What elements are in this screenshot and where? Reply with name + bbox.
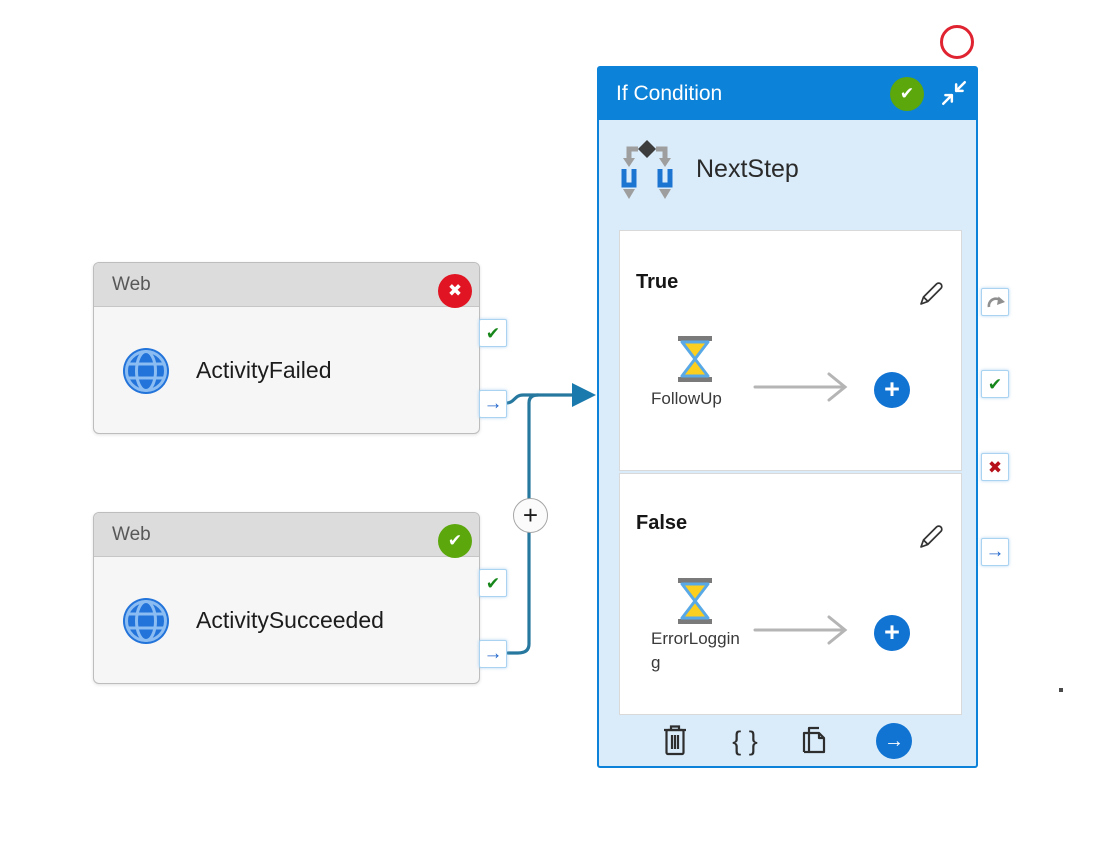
success-badge-icon: ✔ [890,77,924,111]
globe-icon [123,597,169,644]
web-activity-card-failed[interactable]: Web ✖ ActivityFailed [93,262,480,434]
if-condition-type-title: If Condition [616,82,723,105]
port-failure-ifcondition[interactable]: ✖ [981,453,1009,481]
wait-hourglass-icon [678,336,712,382]
web-card-header: Web [94,263,479,307]
port-success-activityfailed[interactable]: ✔ [479,319,507,347]
code-braces-icon[interactable]: { } [732,725,758,756]
branch-label: False [636,512,688,534]
activity-name: ActivityFailed [196,357,332,383]
dot-artifact [1059,688,1063,692]
port-next-activitysucceeded[interactable]: → [479,640,507,668]
arrow-right-icon: → [483,642,503,664]
branch-label: True [636,271,679,293]
add-activity-button[interactable]: + [874,372,910,408]
web-activity-card-succeeded[interactable]: Web ✔ ActivitySucceeded [93,512,480,684]
port-success-ifcondition[interactable]: ✔ [981,370,1009,398]
arrow-right-icon: → [985,540,1005,562]
success-badge-icon: ✔ [438,524,472,558]
error-badge-icon: ✖ [438,274,472,308]
annotation-circle [940,25,974,59]
check-icon: ✔ [485,573,501,593]
check-icon: ✔ [485,323,501,343]
if-condition-container[interactable]: If Condition ✔ NextSte [597,66,978,768]
port-next-ifcondition[interactable]: → [981,538,1009,566]
port-success-activitysucceeded[interactable]: ✔ [479,569,507,597]
wait-hourglass-icon [678,578,712,624]
activity-type-label: Web [112,524,151,545]
if-condition-header[interactable]: If Condition ✔ [599,68,976,120]
true-branch-card[interactable]: True FollowUp + [619,230,962,471]
if-condition-icon [621,140,673,199]
branch-activity-name: FollowUp [651,389,722,408]
cross-icon: ✖ [987,457,1003,477]
arrow-right-icon: → [483,392,503,414]
check-icon: ✔ [987,374,1003,394]
edit-pencil-icon[interactable] [916,278,946,308]
delete-icon[interactable] [661,723,689,757]
globe-icon [123,347,169,394]
activity-type-label: Web [112,274,151,295]
branch-activity-name: ErrorLogging [651,629,740,672]
connector-add-button[interactable]: + [513,498,548,533]
port-next-activityfailed[interactable]: → [479,390,507,418]
if-condition-activity-name: NextStep [696,154,799,183]
arrow-right-icon: → [884,729,904,752]
go-to-activities-button[interactable]: → [876,723,912,759]
copy-icon[interactable] [800,725,828,755]
add-activity-button[interactable]: + [874,615,910,651]
false-branch-card[interactable]: False ErrorLogging + [619,473,962,715]
connector-arrowhead [572,383,596,407]
collapse-icon[interactable] [940,79,968,107]
connector-activityfailed-to-ifcondition[interactable] [504,393,574,405]
completion-curved-arrow-icon [987,296,1005,307]
web-card-header: Web [94,513,479,557]
edit-pencil-icon[interactable] [916,521,946,551]
activity-name: ActivitySucceeded [196,607,384,633]
port-completion-ifcondition[interactable] [981,288,1009,316]
